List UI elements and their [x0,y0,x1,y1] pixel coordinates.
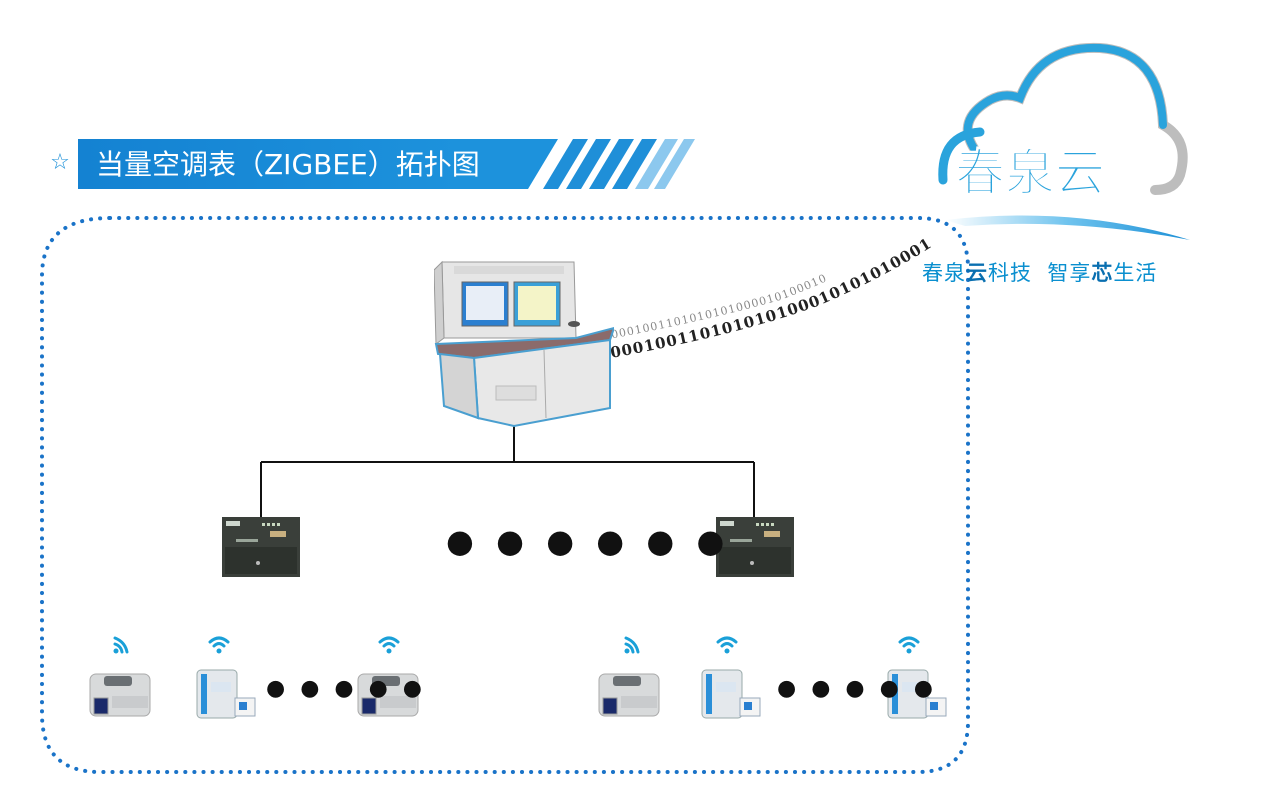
wifi-icon [113,636,129,654]
meter-module [196,669,256,719]
slogan-emphasis: 芯 [1091,261,1114,285]
wifi-icon [898,636,920,654]
slogan-part: 科技 [988,261,1032,285]
meter-device [89,673,151,717]
slogan-emphasis: 云 [966,261,988,285]
concentrator-device [222,517,300,577]
monitoring-console [434,260,614,428]
slogan-part: 智享 [1047,261,1092,285]
concentrator-device [716,517,794,577]
meter-device [357,673,419,717]
middle-ellipsis: ● ● ● ● ● ● [446,522,731,560]
slogan: 春泉云科技 智享芯生活 [922,257,1157,287]
cloud-logo: 春泉云 [938,42,1190,240]
binary-data-stream: 1000100110101010100010101010001 10001001… [598,234,934,364]
slogan-gap [1032,261,1047,285]
meter-module [887,669,947,719]
title-banner [78,139,695,189]
meter-module [701,669,761,719]
wifi-icon [624,636,640,654]
slogan-part: 春泉 [922,261,966,285]
wifi-icon [716,636,738,654]
slogan-part: 生活 [1113,261,1158,285]
meter-ellipsis: ● ● ● ● ● [777,676,937,701]
wifi-icon [208,636,230,654]
meter-device [598,673,660,717]
logo-brand-text: 春泉云 [955,143,1105,202]
page-title: 当量空调表（ZIGBEE）拓扑图 [96,148,480,181]
meter-ellipsis: ● ● ● ● ● [266,676,426,701]
star-icon: ☆ [50,150,70,175]
wifi-icon [378,636,400,654]
